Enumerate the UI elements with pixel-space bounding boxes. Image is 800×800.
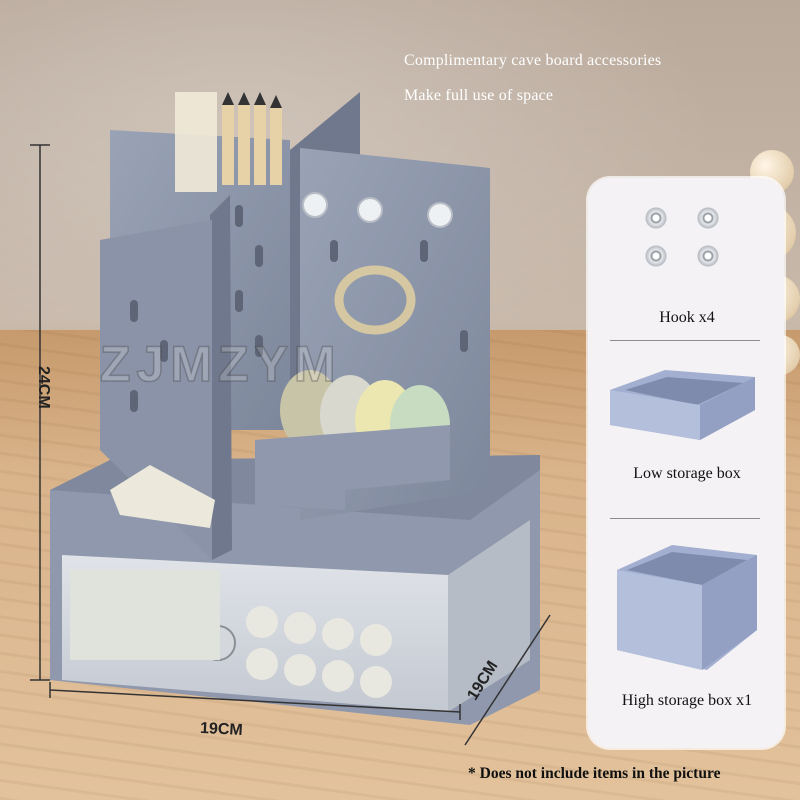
- board-hooks: [302, 192, 453, 228]
- front-pegboard: [100, 220, 212, 560]
- drawer-contents: [70, 570, 392, 698]
- headline-line-2: Make full use of space: [404, 87, 554, 104]
- hanging-storage-box: [255, 425, 450, 510]
- pencils: [175, 92, 282, 192]
- watermark: ZJMZYM: [99, 335, 342, 393]
- drawer-side: [448, 520, 530, 712]
- stapler: [110, 465, 215, 528]
- headline-line-1: Complimentary cave board accessories: [404, 52, 662, 69]
- divider: [610, 518, 760, 519]
- dimension-lines: [30, 144, 551, 746]
- hook-icon: [697, 207, 719, 229]
- accessory-label-hooks: Hook x4: [659, 309, 715, 326]
- hook-icon: [645, 245, 667, 267]
- low-storage-box-icon: [610, 370, 755, 440]
- pegboard-holes: [130, 205, 468, 412]
- height-dimension: 24CM: [35, 366, 52, 409]
- disclaimer-note: * Does not include items in the picture: [468, 765, 721, 782]
- accessory-label-low-box: Low storage box: [633, 465, 741, 482]
- hook-icon: [697, 245, 719, 267]
- width-dimension: 19CM: [199, 719, 244, 740]
- accessory-label-high-box: High storage box x1: [621, 692, 753, 709]
- hook-icon: [645, 207, 667, 229]
- high-storage-box-icon: [617, 545, 757, 670]
- front-board-edge: [210, 195, 232, 560]
- divider: [610, 340, 760, 341]
